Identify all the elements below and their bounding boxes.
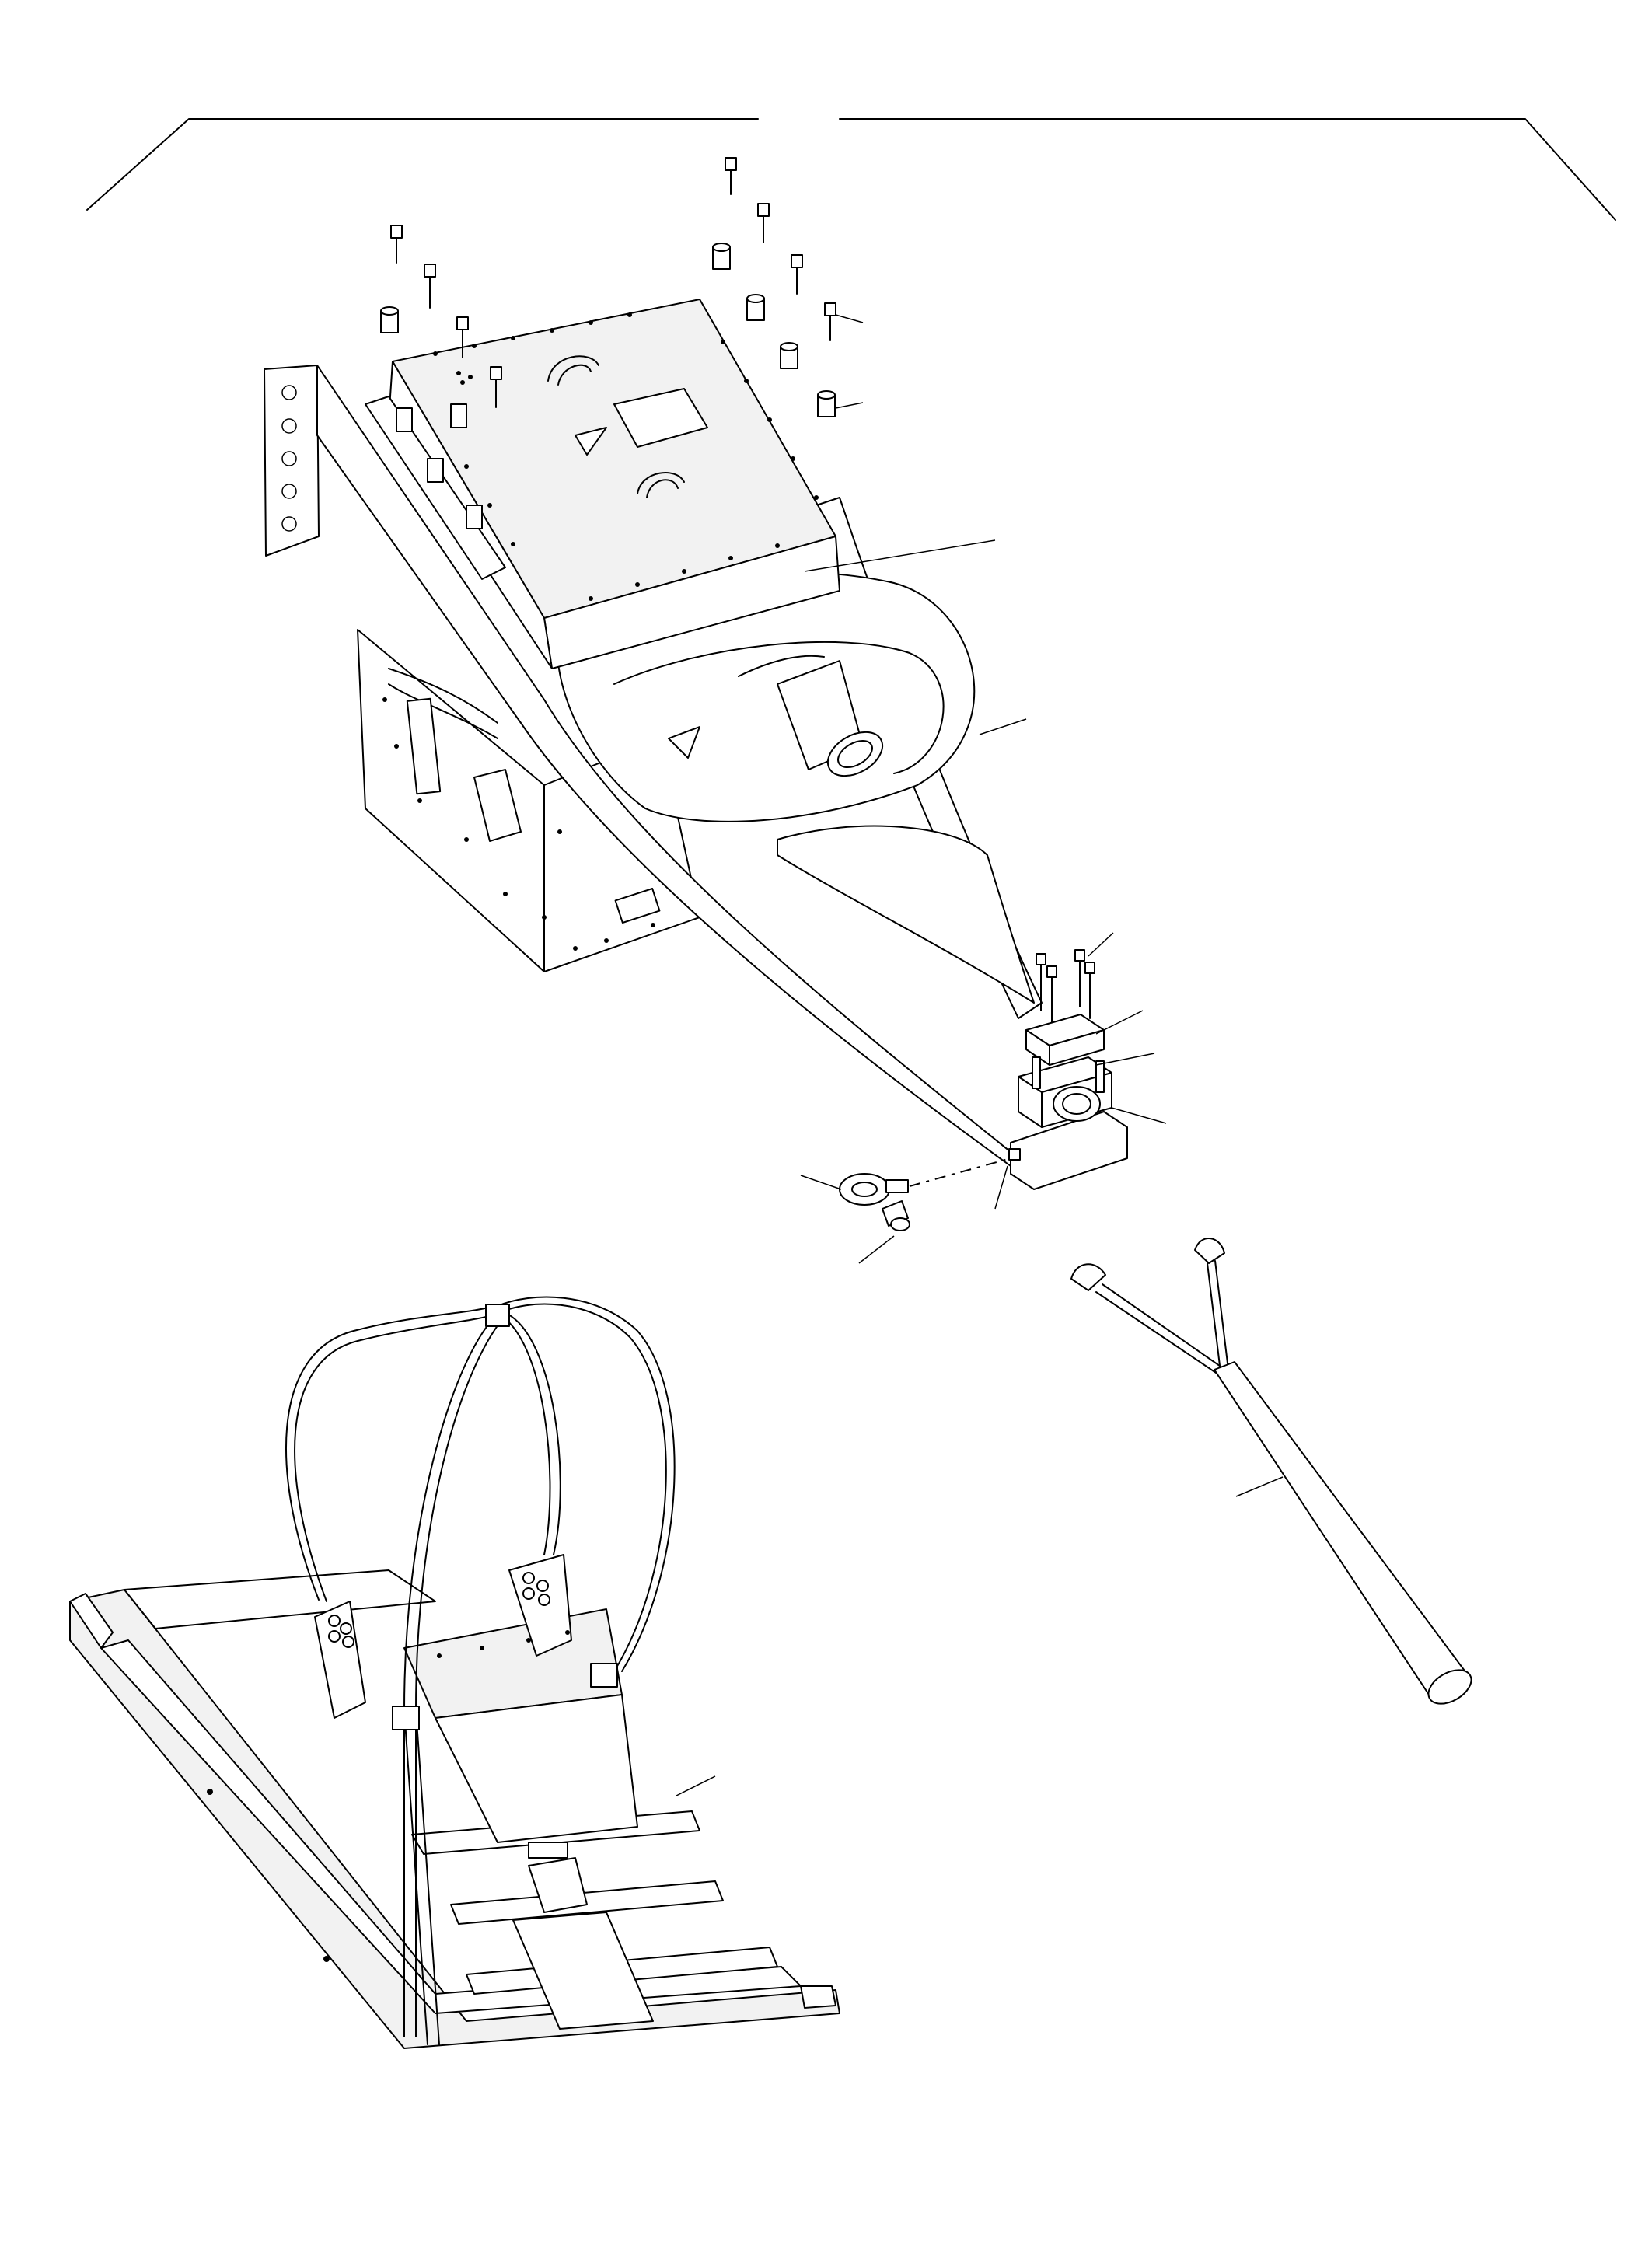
sling-sleeve [1214,1362,1471,1695]
callout-frame [980,719,1026,735]
bearing-housing [1018,950,1112,1127]
drawing-frame [87,119,1615,220]
spacer [781,343,798,368]
cover-side-rail [365,396,505,579]
cable-loop-left [295,1314,498,1601]
upper-fasteners [381,158,836,417]
callout-cap [1096,1011,1143,1034]
base-cradle-with-cable-loops [70,1297,840,2048]
cover-label-plate [614,389,707,447]
callout-bolt-upper [836,315,863,323]
bolt [791,255,802,294]
bolt [457,317,468,358]
bolt [825,303,836,340]
arm-tip-block [1011,1112,1127,1189]
spacer [381,307,398,333]
arrow-marker-upper [575,428,606,455]
callout-cradle [676,1776,715,1796]
cradle-rivets [207,1630,570,1962]
bolt [391,225,402,263]
sling-thimble-left [1071,1264,1105,1290]
callout-cover [805,540,995,571]
callout-eye-bolt [801,1175,841,1189]
callout-pin [995,1166,1008,1209]
mount-plate-holes [282,386,296,531]
callout-housing [1112,1108,1166,1123]
callout-leaders [676,315,1283,1796]
spacer [818,391,835,417]
cable-top-clamp [486,1304,509,1326]
cable-loop-right [498,1304,666,1671]
callout-nut [859,1236,894,1263]
spacer [747,295,764,320]
cable-strap-right [498,1314,550,1555]
housing-bolts [1036,950,1095,1022]
cover-handle [548,356,684,498]
cradle-front-rail [124,1570,435,1629]
callout-sling [1236,1477,1283,1496]
sling-thimble-right [1195,1238,1224,1263]
eye-bolt [840,1158,1011,1231]
bolt [725,158,736,194]
bolt [758,204,769,243]
cable-clamp-left [393,1706,419,1730]
arrow-marker-lower [669,727,700,758]
callout-spacer-upper [836,403,863,408]
y-lifting-sling [1071,1238,1477,1711]
top-cover-panel [365,299,840,669]
cable-strap-left [404,1314,498,2037]
tip-pin-hole [1009,1149,1020,1160]
frame-window-lower [777,826,1034,1003]
callout-bolt-lower [1088,933,1113,956]
callout-stud [1096,1053,1154,1065]
side-mount-plate [264,365,319,556]
cable-clamp-right [591,1664,617,1687]
cover-rivets [433,312,819,601]
bolt [491,367,501,407]
spacer [713,243,730,269]
cone-fitting [739,656,890,785]
rail-standoffs [396,404,482,529]
cradle-base-rail [70,1590,840,2048]
bracket-bolts [329,1573,550,1647]
cradle-bracket-left [315,1601,365,1718]
bolt [424,264,435,308]
lower-box-rivets [382,697,655,951]
